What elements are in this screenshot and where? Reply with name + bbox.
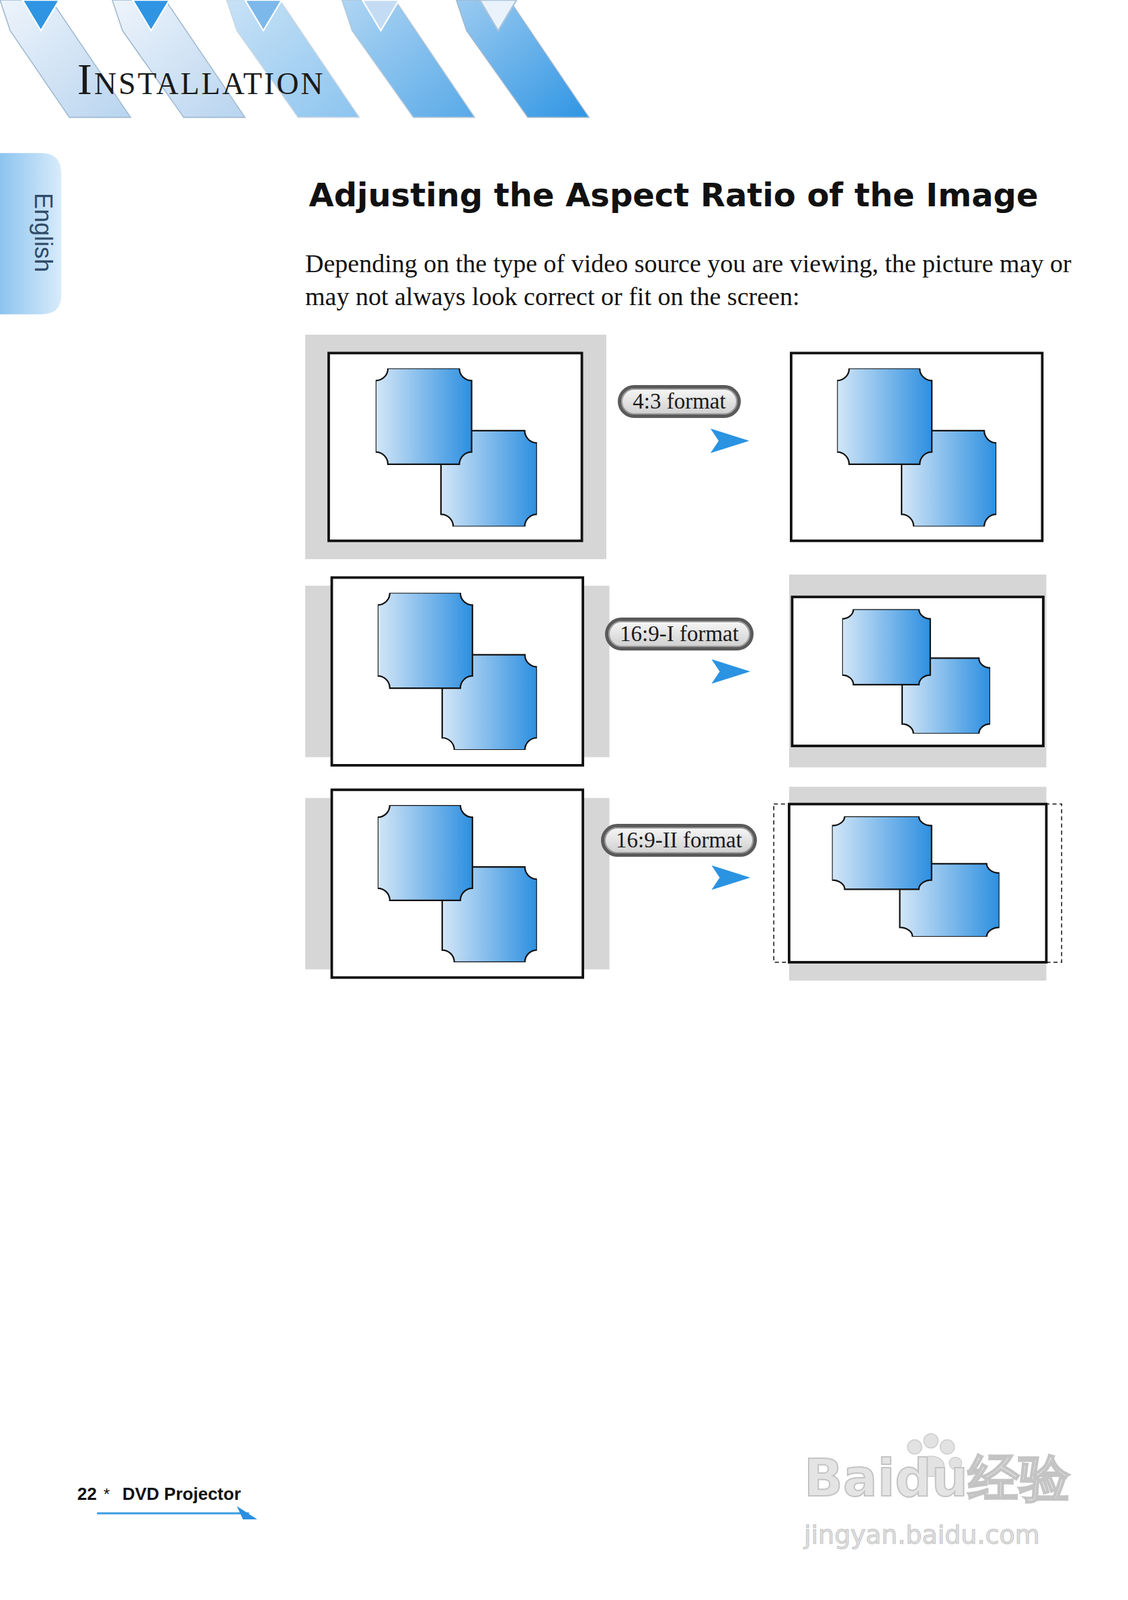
format-pill: 16:9-I format: [605, 617, 754, 651]
format-label: 16:9-II format: [615, 827, 743, 854]
footer-separator: *: [103, 1485, 110, 1505]
page-title: Adjusting the Aspect Ratio of the Image: [308, 176, 1038, 214]
language-tab-text: English: [28, 192, 58, 273]
format-pill: 16:9-II format: [600, 824, 757, 858]
format-pill: 4:3 format: [617, 385, 741, 419]
page-number: 22: [77, 1484, 97, 1506]
watermark-url: jingyan.baidu.com: [803, 1520, 1040, 1551]
format-label: 16:9-I format: [619, 621, 739, 648]
intro-paragraph: Depending on the type of video source yo…: [305, 247, 1079, 314]
watermark-logo: Baidu经验: [803, 1445, 1071, 1515]
aspect-example-16-9-i: [305, 574, 1046, 768]
format-label: 4:3 format: [632, 388, 726, 415]
aspect-example-16-9-ii: [305, 787, 1062, 982]
language-tab: [0, 153, 62, 315]
aspect-example-4-3: [305, 334, 1042, 560]
section-header: Installation: [77, 53, 326, 105]
header-banner: [0, 0, 589, 118]
footer-product: DVD Projector: [122, 1484, 241, 1506]
footer-rule: [96, 1506, 257, 1520]
